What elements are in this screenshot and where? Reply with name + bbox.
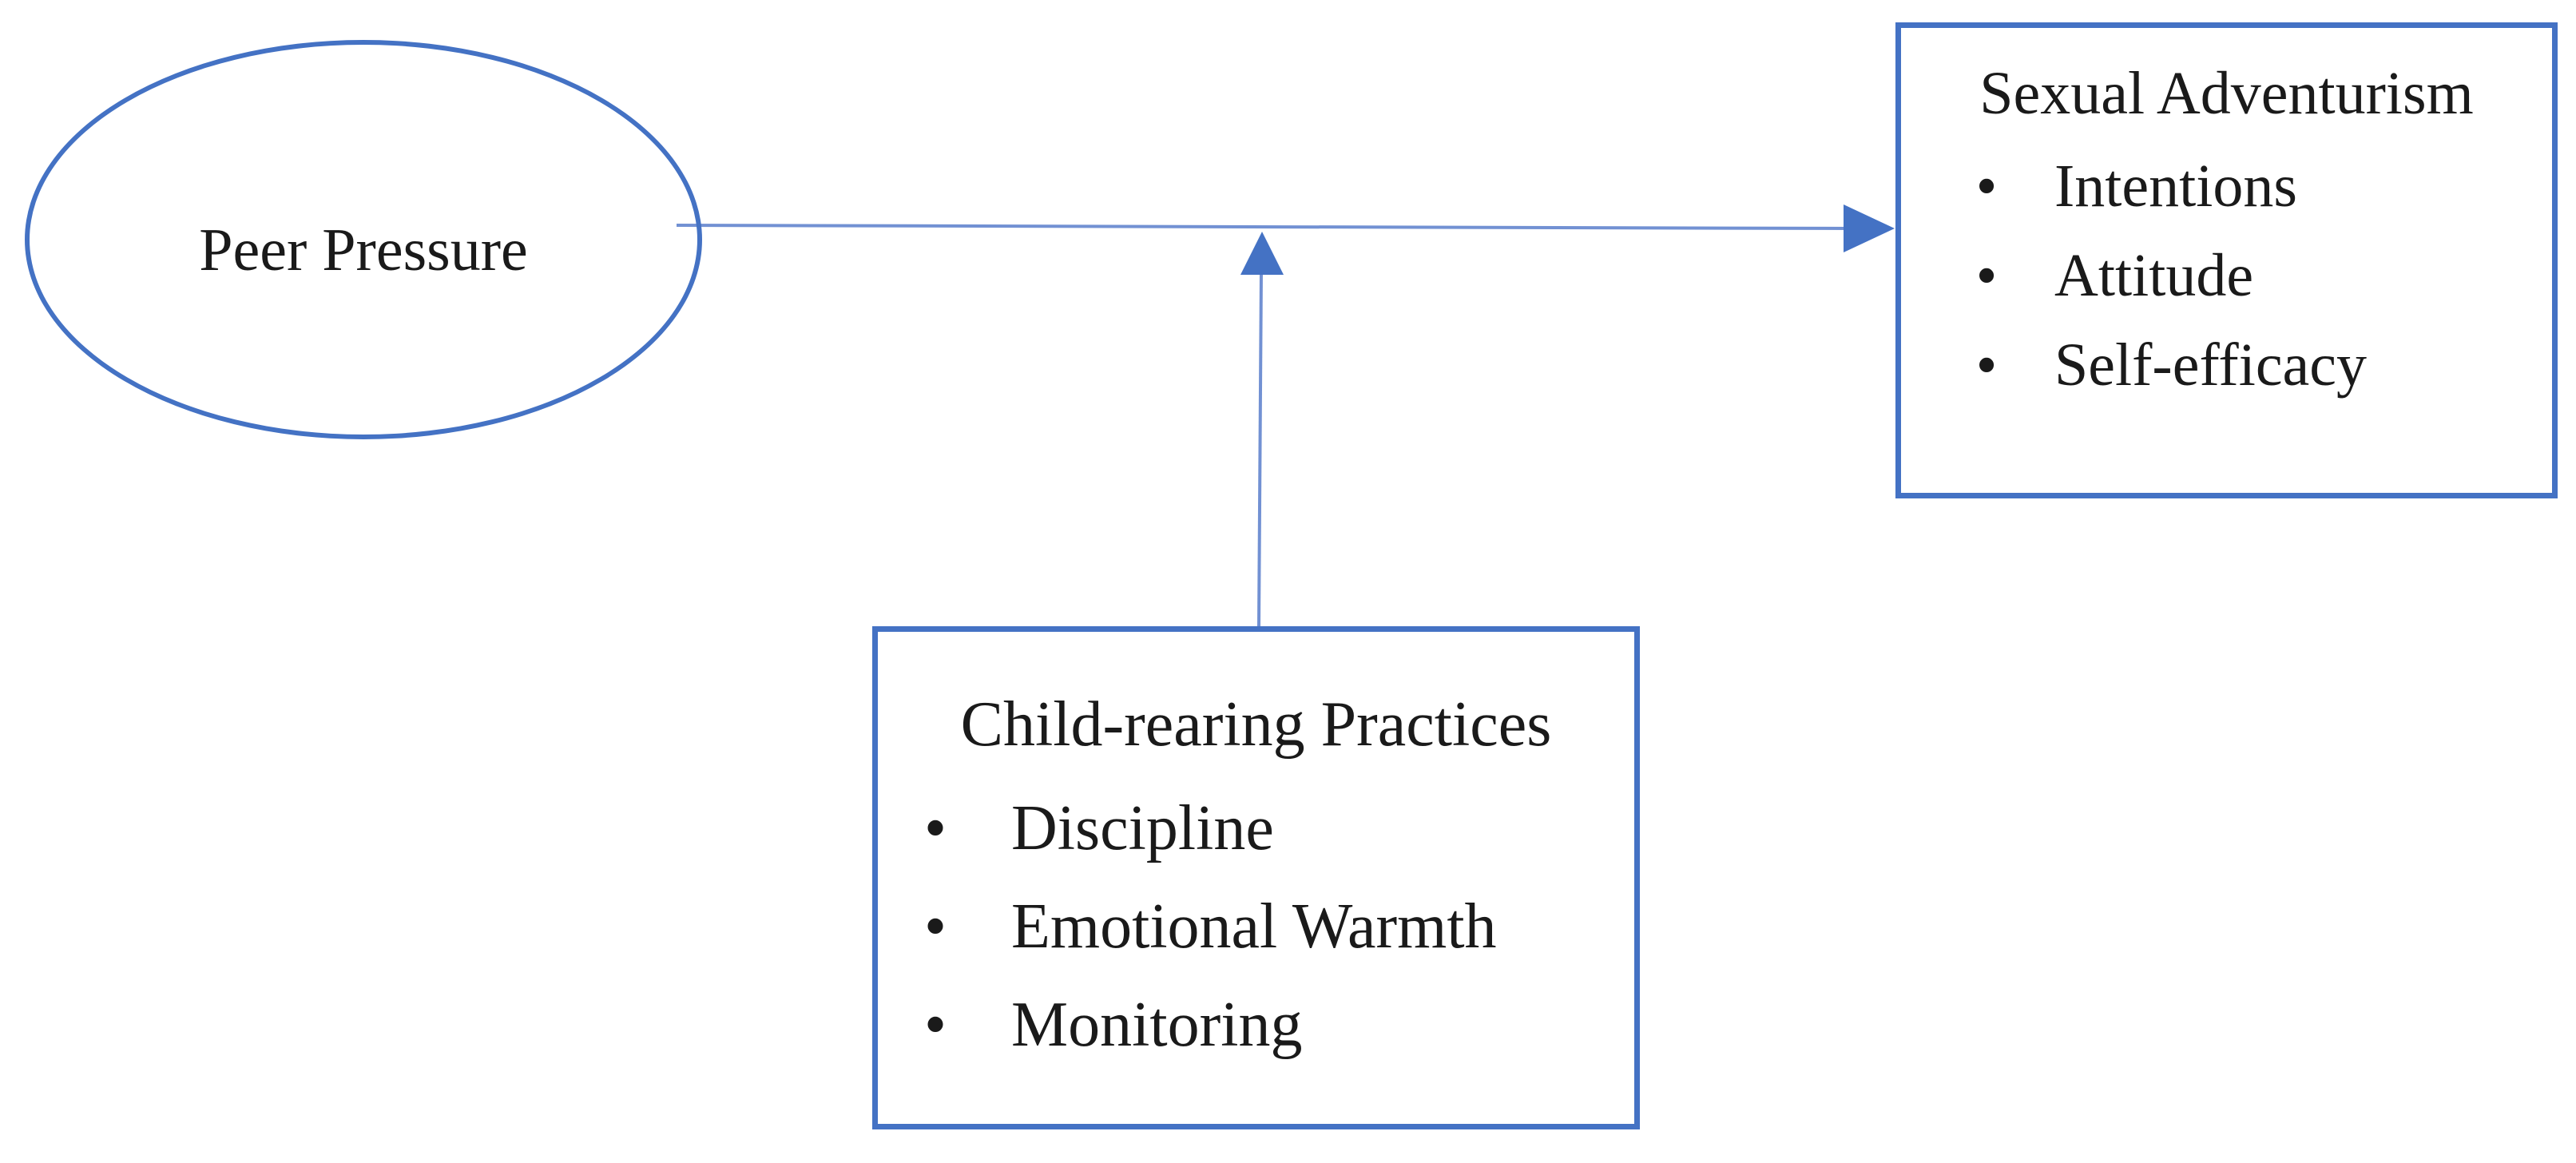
node-child-rearing-practices: Child-rearing Practices • Discipline • E… xyxy=(872,626,1640,1129)
list-item-label: Intentions xyxy=(2054,153,2297,220)
node-sexual-adventurism-title: Sexual Adventurism xyxy=(1979,60,2474,127)
list-item: • Attitude xyxy=(1901,231,2552,320)
sexual-adventurism-bullet-list: • Intentions • Attitude • Self-efficacy xyxy=(1901,141,2552,410)
list-item-label: Monitoring xyxy=(1011,989,1303,1060)
arrow-predictor-to-outcome-head-icon xyxy=(1844,204,1895,252)
node-peer-pressure-label: Peer Pressure xyxy=(199,216,528,284)
bullet-icon: • xyxy=(1975,153,1998,220)
arrow-moderator-to-path-line xyxy=(1257,271,1263,627)
list-item-label: Discipline xyxy=(1011,792,1274,863)
arrow-predictor-to-outcome-line xyxy=(676,224,1852,230)
child-rearing-bullet-list: • Discipline • Emotional Warmth • Monito… xyxy=(878,779,1634,1074)
node-sexual-adventurism: Sexual Adventurism • Intentions • Attitu… xyxy=(1895,22,2558,498)
bullet-icon: • xyxy=(923,792,947,863)
list-item: • Emotional Warmth xyxy=(878,877,1634,975)
list-item: • Discipline xyxy=(878,779,1634,877)
bullet-icon: • xyxy=(923,891,947,962)
node-peer-pressure: Peer Pressure xyxy=(25,40,702,439)
list-item: • Intentions xyxy=(1901,141,2552,231)
bullet-icon: • xyxy=(1975,331,1998,399)
list-item-label: Emotional Warmth xyxy=(1011,891,1497,962)
list-item: • Monitoring xyxy=(878,975,1634,1074)
list-item-label: Self-efficacy xyxy=(2054,331,2368,399)
list-item: • Self-efficacy xyxy=(1901,320,2552,410)
list-item-label: Attitude xyxy=(2054,242,2254,309)
bullet-icon: • xyxy=(923,989,947,1060)
arrow-moderator-to-path-head-icon xyxy=(1240,232,1284,275)
node-child-rearing-practices-title: Child-rearing Practices xyxy=(960,689,1552,760)
bullet-icon: • xyxy=(1975,242,1998,309)
